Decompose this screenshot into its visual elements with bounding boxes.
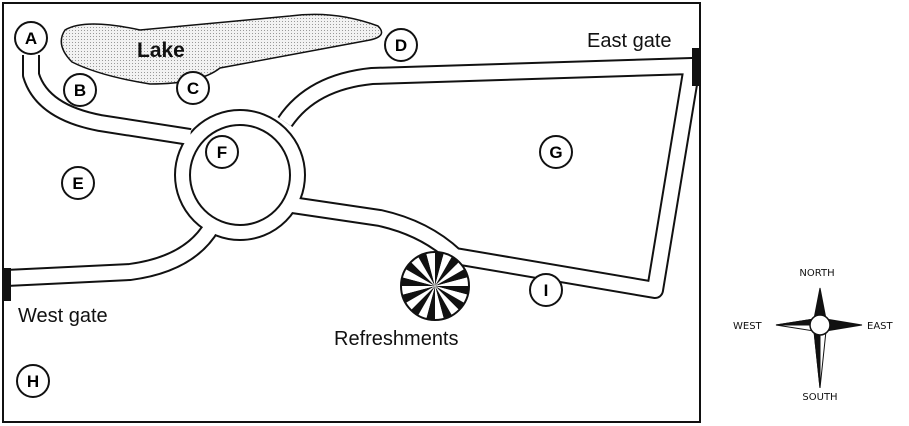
sunburst-wedge: [401, 286, 435, 295]
lake-label: Lake: [137, 39, 185, 62]
sunburst-wedge: [426, 252, 435, 286]
west-gate-label: West gate: [18, 305, 108, 327]
sunburst-wedge: [435, 286, 460, 316]
marker-label: G: [549, 143, 562, 162]
sunburst-wedge: [435, 286, 444, 320]
sunburst-wedge: [435, 286, 469, 295]
east-gate: [692, 48, 700, 86]
marker-label: B: [74, 81, 86, 100]
marker-label: E: [72, 174, 83, 193]
compass-south: SOUTH: [802, 392, 837, 403]
compass-north: NORTH: [799, 268, 834, 279]
sunburst-wedge: [435, 286, 468, 303]
marker-label: D: [395, 36, 407, 55]
marker-g: G: [539, 135, 573, 169]
sunburst-wedge: [418, 286, 435, 319]
refreshments-icon: [400, 251, 470, 321]
sunburst-wedge: [405, 286, 435, 311]
lake: [60, 13, 383, 85]
marker-label: H: [27, 372, 39, 391]
marker-h: H: [16, 364, 50, 398]
marker-label: A: [25, 29, 37, 48]
sunburst-wedge: [435, 261, 465, 286]
sunburst-wedge: [402, 269, 435, 286]
sunburst-wedge: [435, 286, 452, 319]
compass-west: WEST: [733, 321, 763, 332]
sunburst-wedge: [435, 252, 444, 286]
compass-rose-icon: [775, 287, 863, 389]
sunburst-wedge: [418, 253, 435, 286]
sunburst-wedge: [426, 286, 435, 320]
paths: [5, 55, 701, 299]
sunburst-wedge: [435, 253, 452, 286]
marker-d: D: [384, 28, 418, 62]
central-island: [189, 124, 291, 226]
marker-label: I: [544, 281, 549, 300]
sunburst-wedge: [410, 286, 435, 316]
marker-f: F: [205, 135, 239, 169]
sunburst-wedge: [410, 256, 435, 286]
marker-b: B: [63, 73, 97, 107]
compass-east: EAST: [867, 321, 894, 332]
sunburst-wedge: [405, 261, 435, 286]
east-gate-label: East gate: [587, 30, 672, 52]
marker-i: I: [529, 273, 563, 307]
refreshments-label: Refreshments: [334, 328, 459, 350]
west-gate: [4, 268, 11, 301]
sunburst-wedge: [435, 286, 465, 311]
marker-c: C: [176, 71, 210, 105]
sunburst-wedge: [402, 286, 435, 303]
sunburst-wedge: [435, 256, 460, 286]
sunburst-wedge: [401, 277, 435, 286]
sunburst-wedge: [435, 269, 468, 286]
marker-a: A: [14, 21, 48, 55]
sunburst-wedge: [435, 277, 469, 286]
marker-e: E: [61, 166, 95, 200]
marker-label: C: [187, 79, 199, 98]
marker-label: F: [217, 143, 227, 162]
